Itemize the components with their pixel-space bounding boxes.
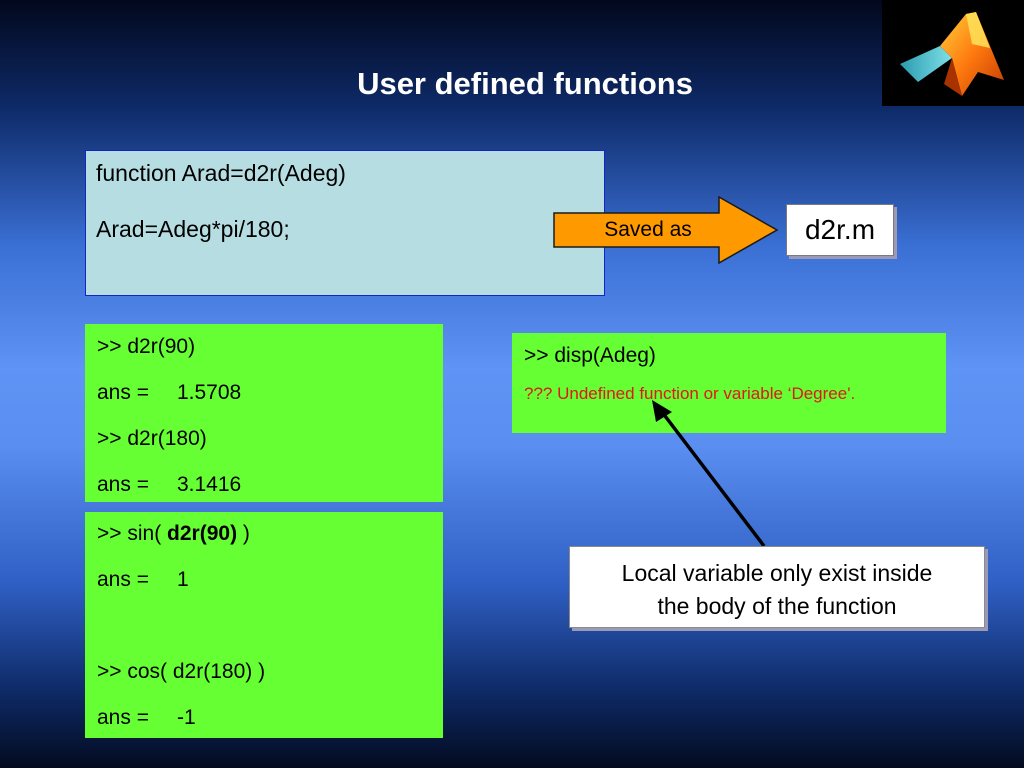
cmd-bold-call: d2r(90): [167, 522, 238, 545]
console-output-error: >> disp(Adeg) ??? Undefined function or …: [512, 333, 946, 433]
ans-label: ans =: [97, 568, 149, 591]
ans-value: 1: [176, 568, 189, 591]
file-name-box: d2r.m: [786, 204, 894, 256]
console-answer: ans = -1: [97, 705, 431, 730]
code-line-signature: function Arad=d2r(Adeg): [96, 160, 346, 186]
saved-as-label: Saved as: [604, 218, 692, 241]
cmd-prefix: >> sin(: [97, 522, 162, 545]
right-arrow-icon: [553, 196, 779, 264]
error-message: ??? Undefined function or variable ‘Degr…: [524, 384, 856, 403]
console-answer: ans = 3.1416: [97, 472, 431, 497]
ans-label: ans =: [97, 381, 149, 404]
console-command: >> d2r(180): [97, 427, 207, 450]
console-command: >> cos( d2r(180) ): [97, 660, 266, 683]
note-line-2: the body of the function: [657, 593, 897, 619]
console-command: >> sin( d2r(90) ): [97, 521, 431, 546]
console-command: >> d2r(90): [97, 335, 196, 358]
ans-value: 1.5708: [176, 381, 242, 404]
pointer-arrow-icon: [652, 400, 766, 548]
console-output-d2r: >> d2r(90) ans = 1.5708 >> d2r(180) ans =…: [85, 324, 443, 502]
slide-title: User defined functions: [357, 66, 693, 101]
ans-value: -1: [176, 706, 196, 729]
ans-label: ans =: [97, 706, 149, 729]
console-answer: ans = 1.5708: [97, 380, 431, 405]
ans-value: 3.1416: [176, 473, 242, 496]
console-output-trig: >> sin( d2r(90) ) ans = 1 >> cos( d2r(180…: [85, 512, 443, 738]
function-code-box: function Arad=d2r(Adeg) Arad=Adeg*pi/180…: [85, 150, 605, 296]
ans-label: ans =: [97, 473, 149, 496]
code-line-body: Arad=Adeg*pi/180;: [96, 216, 290, 242]
local-variable-note: Local variable only exist inside the bod…: [569, 546, 985, 628]
matlab-membrane-logo-icon: [900, 12, 1004, 96]
console-answer: ans = 1: [97, 567, 431, 592]
cmd-suffix: ): [242, 522, 250, 545]
logo: [882, 0, 1024, 106]
console-command: >> disp(Adeg): [524, 344, 656, 367]
saved-as-arrow: Saved as: [553, 196, 779, 264]
note-line-1: Local variable only exist inside: [621, 560, 933, 586]
